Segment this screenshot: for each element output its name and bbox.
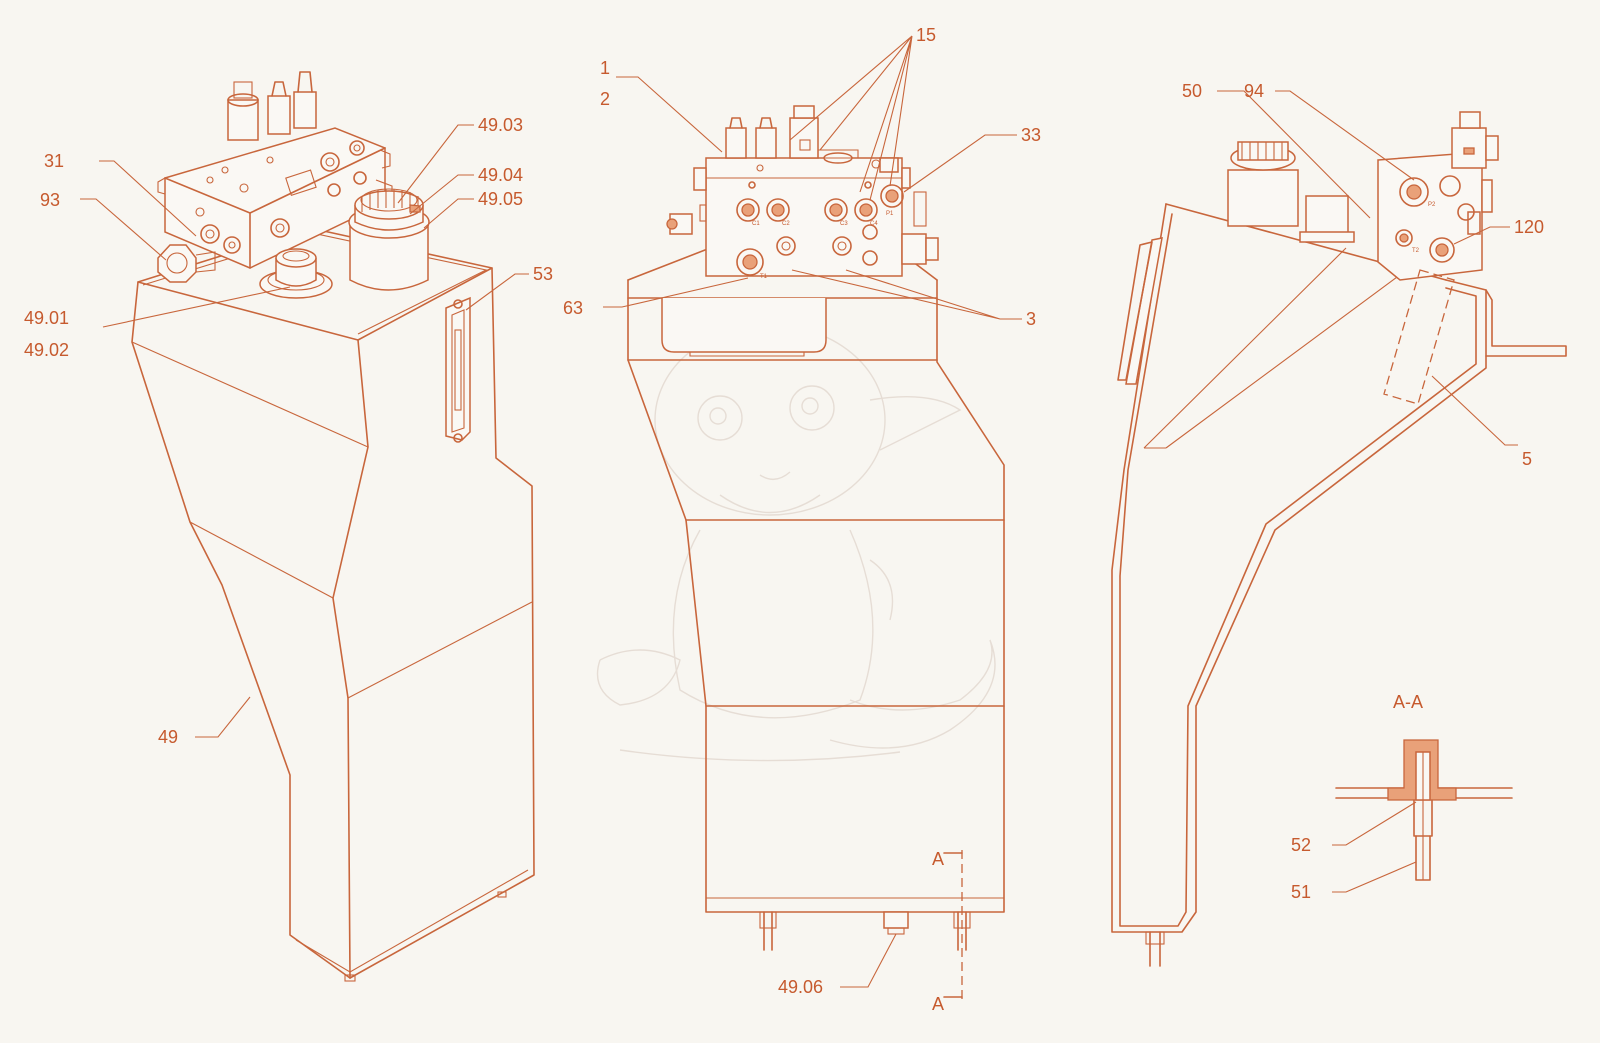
label-31: 31: [44, 151, 64, 171]
label-49: 49: [158, 727, 178, 747]
port-t2-label: T2: [1412, 248, 1420, 254]
label-93: 93: [40, 190, 60, 210]
section-mark-bottom: A: [932, 994, 944, 1014]
label-49-04: 49.04: [478, 165, 523, 185]
label-1: 1: [600, 58, 610, 78]
port-c3-label: C3: [840, 221, 848, 227]
section-mark-top: A: [932, 849, 944, 869]
isometric-view: [131, 71, 535, 982]
label-51: 51: [1291, 882, 1311, 902]
label-52: 52: [1291, 835, 1311, 855]
port-c4-label: C4: [870, 221, 878, 227]
label-49-02: 49.02: [24, 340, 69, 360]
port-p2-label: P2: [1428, 202, 1436, 208]
leader-lines: [80, 35, 1518, 988]
side-view: P2 T2: [1111, 111, 1567, 967]
section-title: A-A: [1393, 692, 1423, 712]
callout-labels: 31 93 49.01 49.02 49.03 49.04 49.05 53 4…: [24, 25, 1544, 1014]
label-49-03: 49.03: [478, 115, 523, 135]
label-49-05: 49.05: [478, 189, 523, 209]
label-120: 120: [1514, 217, 1544, 237]
label-3: 3: [1026, 309, 1036, 329]
watermark-dragon-sketch: [596, 316, 996, 762]
label-49-06: 49.06: [778, 977, 823, 997]
port-c2-label: C2: [782, 221, 790, 227]
label-15: 15: [916, 25, 936, 45]
section-detail-a-a: [1335, 739, 1513, 881]
label-50: 50: [1182, 81, 1202, 101]
label-5: 5: [1522, 449, 1532, 469]
port-c1-label: C1: [752, 221, 760, 227]
label-53: 53: [533, 264, 553, 284]
label-94: 94: [1244, 81, 1264, 101]
port-p1-label: P1: [886, 211, 894, 217]
label-33: 33: [1021, 125, 1041, 145]
label-49-01: 49.01: [24, 308, 69, 328]
label-63: 63: [563, 298, 583, 318]
port-t1-label: T1: [760, 274, 768, 280]
label-2: 2: [600, 89, 610, 109]
front-view: C1 C2 C3 C4 P1 T1: [627, 105, 1005, 1000]
